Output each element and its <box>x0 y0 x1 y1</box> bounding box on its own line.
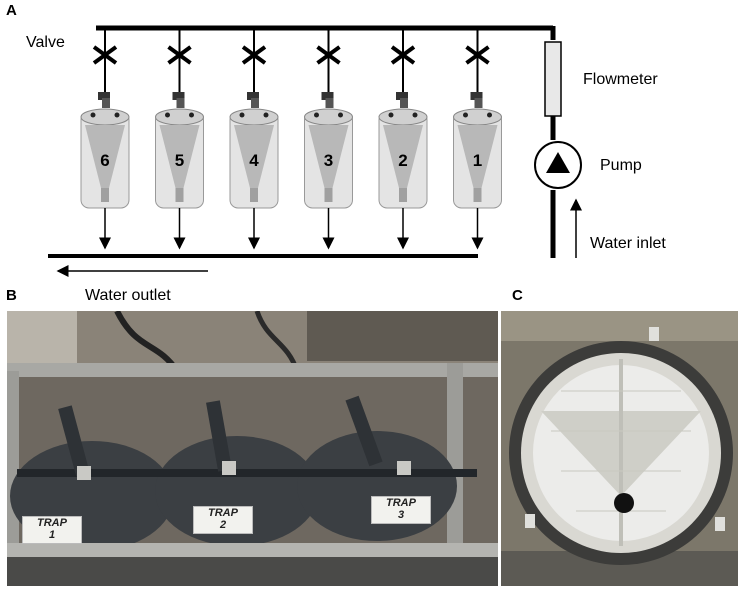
flowmeter-icon <box>544 41 562 117</box>
trap-interior-illustration <box>501 311 738 586</box>
trap-number-label: 4 <box>249 151 259 170</box>
schematic-diagram: 6 5 4 3 2 1 <box>48 25 582 277</box>
trap-3: 3 <box>304 28 353 250</box>
trap-number-label: 3 <box>324 151 333 170</box>
panel-label-a: A <box>6 2 17 19</box>
trap-number-label: 6 <box>100 151 109 170</box>
trap-number-label: 2 <box>398 151 407 170</box>
panel-label-b: B <box>6 287 17 304</box>
trap-1: 1 <box>453 28 502 250</box>
water-outlet-label: Water outlet <box>85 287 171 304</box>
trap-4: 4 <box>229 28 279 250</box>
panel-label-c: C <box>512 287 523 304</box>
trap-rig-illustration <box>7 311 498 586</box>
flowmeter-label: Flowmeter <box>583 71 658 88</box>
trap-6: 6 <box>80 28 130 250</box>
trap-5: 5 <box>155 28 204 250</box>
photo-trap-interior <box>501 311 738 586</box>
trap-number-label: 5 <box>175 151 184 170</box>
trap-array: 6 5 4 3 2 1 <box>80 28 502 250</box>
trap-number-label: 1 <box>473 151 482 170</box>
trap-2: 2 <box>378 28 428 250</box>
valve-label: Valve <box>26 34 65 51</box>
water-inlet-label: Water inlet <box>590 235 666 252</box>
pump-label: Pump <box>600 157 642 174</box>
